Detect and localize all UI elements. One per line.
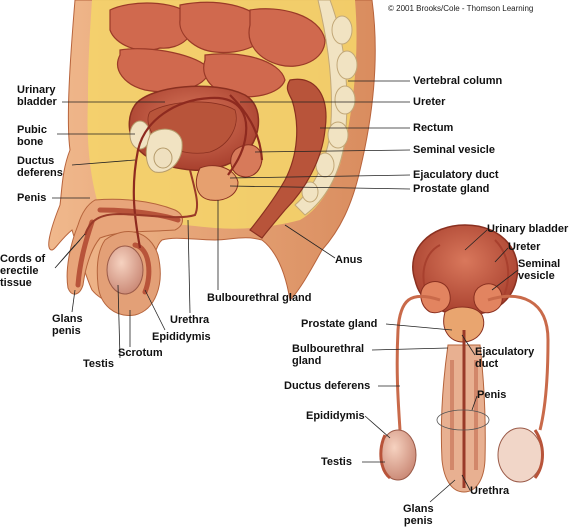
label-testis-front: Testis — [321, 456, 352, 468]
intestines — [109, 1, 326, 98]
label-penis-front: Penis — [477, 389, 507, 401]
label-urinary-bladder-side: Urinary bladder — [17, 84, 57, 108]
rectum — [249, 78, 327, 239]
label-seminal-vesicle-front: Seminal vesicle — [518, 258, 561, 282]
testis — [106, 245, 144, 295]
label-ureter-side: Ureter — [413, 96, 446, 108]
label-urethra-side: Urethra — [170, 314, 210, 326]
label-ejaculatory-duct-front: Ejaculatory duct — [475, 346, 535, 370]
label-rectum: Rectum — [413, 122, 454, 134]
label-bulbourethral-gland-side: Bulbourethral gland — [207, 292, 312, 304]
label-glans-penis-side: Glans penis — [52, 313, 83, 337]
label-vertebral-column: Vertebral column — [413, 75, 503, 87]
label-pubic-bone: Pubic bone — [17, 124, 47, 148]
frontal-view — [379, 224, 550, 493]
front-ductus-deferens — [395, 294, 550, 431]
label-bulbourethral-gland-front: Bulbourethral gland — [292, 343, 365, 367]
label-ureter-front: Ureter — [508, 241, 541, 253]
label-scrotum: Scrotum — [118, 347, 163, 359]
label-ductus-deferens-side: Ductus deferens — [17, 155, 63, 179]
seminal-vesicle — [230, 144, 263, 178]
front-epididymis — [379, 429, 544, 480]
label-seminal-vesicle-side: Seminal vesicle — [413, 144, 495, 156]
label-glans-penis-front: Glans penis — [403, 503, 434, 527]
label-testis-side: Testis — [83, 358, 114, 370]
label-cords-of-erectile-tissue: Cords of erectile tissue — [0, 253, 46, 289]
front-erectile-columns — [450, 360, 478, 470]
label-prostate-gland-side: Prostate gland — [413, 183, 490, 195]
front-penis-section — [436, 409, 490, 431]
leader-lines — [52, 80, 519, 503]
copyright-notice: © 2001 Brooks/Cole - Thomson Learning — [388, 4, 534, 13]
label-urinary-bladder-front: Urinary bladder — [487, 223, 569, 235]
label-prostate-gland-front: Prostate gland — [301, 318, 378, 330]
front-prostate-gland — [443, 306, 485, 343]
label-epididymis-side: Epididymis — [152, 331, 211, 343]
pubic-bone — [129, 120, 183, 173]
label-ductus-deferens-front: Ductus deferens — [284, 380, 371, 392]
vertebral-column — [294, 0, 358, 216]
label-urethra-front: Urethra — [470, 485, 510, 497]
label-penis-side: Penis — [17, 192, 47, 204]
sagittal-section — [48, 0, 376, 316]
label-ejaculatory-duct-side: Ejaculatory duct — [413, 169, 499, 181]
penis — [66, 198, 183, 295]
urethra-side — [84, 169, 199, 236]
front-testis-right — [497, 427, 543, 483]
label-epididymis-front: Epididymis — [306, 410, 365, 422]
epididymis — [132, 242, 152, 295]
cords-of-erectile-tissue — [75, 207, 181, 288]
label-anus: Anus — [335, 254, 363, 266]
